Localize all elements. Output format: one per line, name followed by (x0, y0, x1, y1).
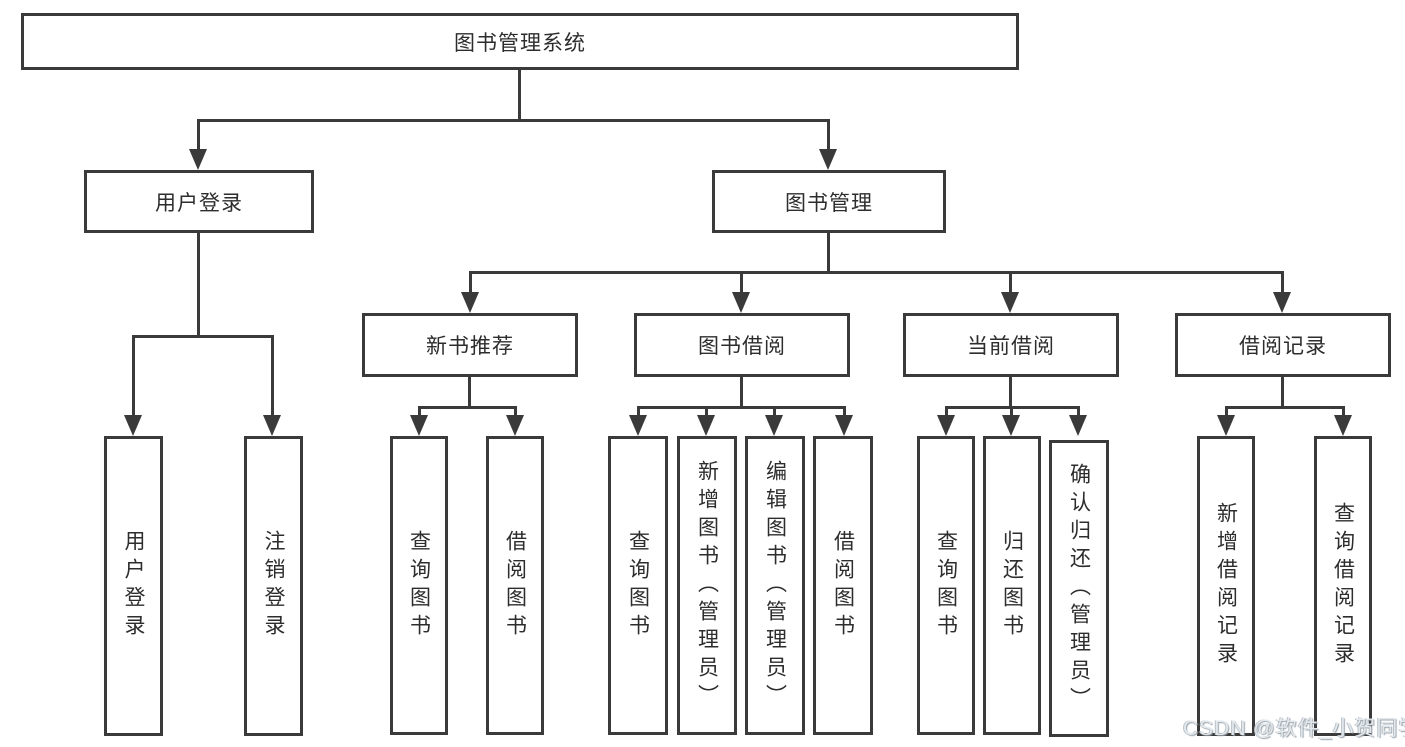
leaf-logout: 注销登录 (244, 436, 303, 736)
arrowhead-down-icon (1002, 415, 1020, 436)
arrowhead-down-icon (1334, 415, 1352, 436)
connector-bb-drop3 (773, 406, 776, 417)
node-new-book-recommend: 新书推荐 (362, 313, 578, 377)
leaf-logout-label: 注销登录 (262, 530, 285, 642)
leaf-bb-add-book-admin-label: 新增图书（管理员） (695, 459, 719, 712)
connector-bookmgmt-drop1 (469, 271, 472, 294)
connector-rec-drop2 (514, 406, 517, 417)
leaf-cb-return-book: 归还图书 (983, 436, 1041, 735)
arrowhead-down-icon (1001, 292, 1019, 313)
leaf-rec-borrow-book-label: 借阅图书 (503, 529, 527, 642)
arrowhead-down-icon (835, 415, 853, 436)
arrowhead-down-icon (263, 415, 281, 436)
arrowhead-down-icon (819, 149, 837, 170)
connector-root-stem (518, 70, 521, 121)
node-new-book-recommend-label: 新书推荐 (426, 335, 514, 358)
leaf-rec-query-book: 查询图书 (390, 436, 448, 735)
leaf-br-query-record-label: 查询借阅记录 (1331, 502, 1355, 670)
leaf-bb-query-book: 查询图书 (608, 436, 668, 735)
connector-rec-stem (468, 377, 471, 408)
node-book-borrow-label: 图书借阅 (698, 335, 786, 358)
leaf-cb-query-book-label: 查询图书 (934, 529, 958, 642)
arrowhead-down-icon (506, 415, 524, 436)
connector-root-drop-left (197, 119, 200, 151)
node-user-login-label: 用户登录 (155, 191, 243, 215)
leaf-cb-return-book-label: 归还图书 (1000, 529, 1024, 642)
leaf-br-add-record: 新增借阅记录 (1197, 436, 1255, 736)
node-current-borrow: 当前借阅 (903, 313, 1119, 377)
leaf-bb-edit-book-admin-label: 编辑图书（管理员） (763, 459, 787, 712)
arrowhead-down-icon (629, 415, 647, 436)
arrowhead-down-icon (765, 415, 783, 436)
connector-br-drop2 (1342, 406, 1345, 417)
leaf-br-query-record: 查询借阅记录 (1314, 436, 1372, 736)
arrowhead-down-icon (1069, 415, 1087, 436)
connector-bookmgmt-drop2 (740, 271, 743, 294)
leaf-cb-query-book: 查询图书 (917, 436, 975, 735)
connector-root-drop-right (827, 119, 830, 151)
connector-bb-stem (740, 377, 743, 408)
leaf-bb-borrow-book: 借阅图书 (813, 436, 873, 735)
connector-br-crossbar (1225, 406, 1345, 409)
leaf-cb-confirm-return-admin-label: 确认归还（管理员） (1067, 462, 1091, 715)
connector-bookmgmt-stem (827, 233, 830, 274)
node-borrow-records-label: 借阅记录 (1239, 335, 1327, 358)
connector-userlogin-drop-left (132, 335, 135, 417)
leaf-bb-add-book-admin: 新增图书（管理员） (677, 436, 737, 735)
connector-userlogin-crossbar (132, 335, 274, 338)
leaf-user-login-label: 用户登录 (122, 530, 145, 642)
connector-bookmgmt-crossbar (469, 271, 1284, 274)
arrowhead-down-icon (1217, 415, 1235, 436)
connector-bb-drop1 (637, 406, 640, 417)
node-borrow-records: 借阅记录 (1175, 313, 1391, 377)
leaf-rec-query-book-label: 查询图书 (407, 529, 431, 642)
connector-bookmgmt-drop3 (1009, 271, 1012, 294)
connector-bb-crossbar (637, 406, 846, 409)
arrowhead-down-icon (461, 292, 479, 313)
connector-bb-drop4 (843, 406, 846, 417)
leaf-user-login: 用户登录 (104, 436, 163, 736)
arrowhead-down-icon (410, 415, 428, 436)
connector-cb-drop1 (945, 406, 948, 417)
leaf-bb-edit-book-admin: 编辑图书（管理员） (745, 436, 805, 735)
node-user-login: 用户登录 (84, 170, 314, 233)
connector-rec-drop1 (418, 406, 421, 417)
node-book-management: 图书管理 (712, 170, 946, 233)
arrowhead-down-icon (732, 292, 750, 313)
connector-root-crossbar (197, 119, 830, 122)
connector-userlogin-stem (197, 233, 200, 337)
connector-rec-crossbar (418, 406, 517, 409)
arrowhead-down-icon (1273, 292, 1291, 313)
connector-bb-drop2 (705, 406, 708, 417)
connector-userlogin-drop-right (271, 335, 274, 417)
node-book-borrow: 图书借阅 (634, 313, 850, 377)
node-current-borrow-label: 当前借阅 (967, 335, 1055, 358)
node-root-label: 图书管理系统 (454, 31, 586, 55)
connector-br-drop1 (1225, 406, 1228, 417)
leaf-bb-query-book-label: 查询图书 (626, 529, 650, 642)
arrowhead-down-icon (124, 415, 142, 436)
arrowhead-down-icon (697, 415, 715, 436)
leaf-bb-borrow-book-label: 借阅图书 (831, 529, 855, 642)
connector-cb-stem (1009, 377, 1012, 408)
leaf-cb-confirm-return-admin: 确认归还（管理员） (1049, 440, 1109, 737)
connector-cb-drop3 (1077, 406, 1080, 417)
leaf-rec-borrow-book: 借阅图书 (486, 436, 544, 735)
connector-cb-drop2 (1010, 406, 1013, 417)
arrowhead-down-icon (189, 149, 207, 170)
csdn-watermark: CSDN @软件_小贺同学 (1183, 717, 1405, 740)
arrowhead-down-icon (937, 415, 955, 436)
node-book-management-label: 图书管理 (785, 191, 873, 215)
node-root: 图书管理系统 (21, 13, 1019, 70)
connector-br-stem (1281, 377, 1284, 408)
leaf-br-add-record-label: 新增借阅记录 (1214, 502, 1238, 670)
connector-bookmgmt-drop4 (1281, 271, 1284, 294)
